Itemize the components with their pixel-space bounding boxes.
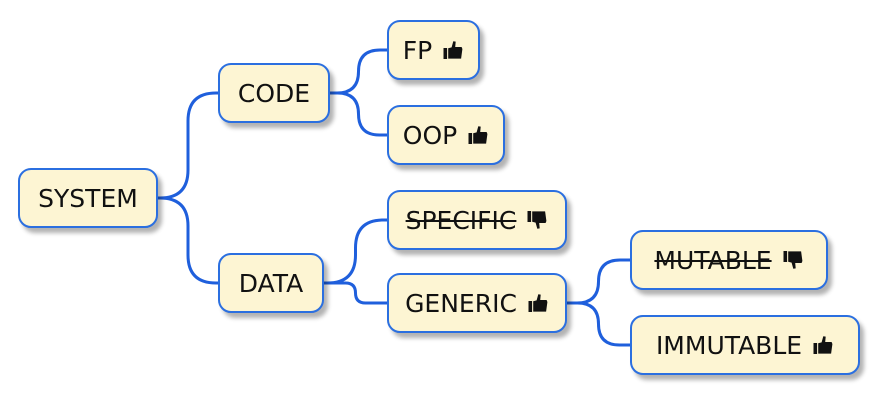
node-fp[interactable]: FP <box>387 20 480 80</box>
edge-data-specific <box>322 218 389 285</box>
thumbs-down-icon <box>782 248 804 272</box>
node-generic[interactable]: GENERIC <box>387 273 567 333</box>
node-code[interactable]: CODE <box>218 63 330 123</box>
node-system-label: SYSTEM <box>38 183 138 213</box>
node-specific[interactable]: SPECIFIC <box>387 190 567 250</box>
node-oop-label: OOP <box>402 120 458 150</box>
node-immutable[interactable]: IMMUTABLE <box>630 315 860 375</box>
edge-system-code <box>156 91 220 200</box>
edge-code-oop <box>328 91 389 137</box>
edge-data-generic <box>322 281 389 305</box>
node-data[interactable]: DATA <box>218 253 324 313</box>
node-data-label: DATA <box>238 268 304 298</box>
node-immutable-label: IMMUTABLE <box>655 330 803 360</box>
node-system[interactable]: SYSTEM <box>18 168 158 228</box>
thumbs-up-icon <box>527 291 549 315</box>
node-fp-label: FP <box>402 35 433 65</box>
node-generic-label: GENERIC <box>405 288 517 318</box>
edge-generic-immutable <box>565 301 632 347</box>
thumbs-up-icon <box>812 333 834 357</box>
thumbs-down-icon <box>526 208 548 232</box>
node-specific-label: SPECIFIC <box>405 205 517 235</box>
edge-code-fp <box>328 48 389 95</box>
edge-generic-mutable <box>565 258 632 305</box>
node-mutable[interactable]: MUTABLE <box>630 230 828 290</box>
thumbs-up-icon <box>442 38 464 62</box>
node-mutable-label: MUTABLE <box>654 245 772 275</box>
node-oop[interactable]: OOP <box>387 105 505 165</box>
edge-system-data <box>156 196 220 285</box>
node-code-label: CODE <box>237 78 311 108</box>
thumbs-up-icon <box>467 123 489 147</box>
